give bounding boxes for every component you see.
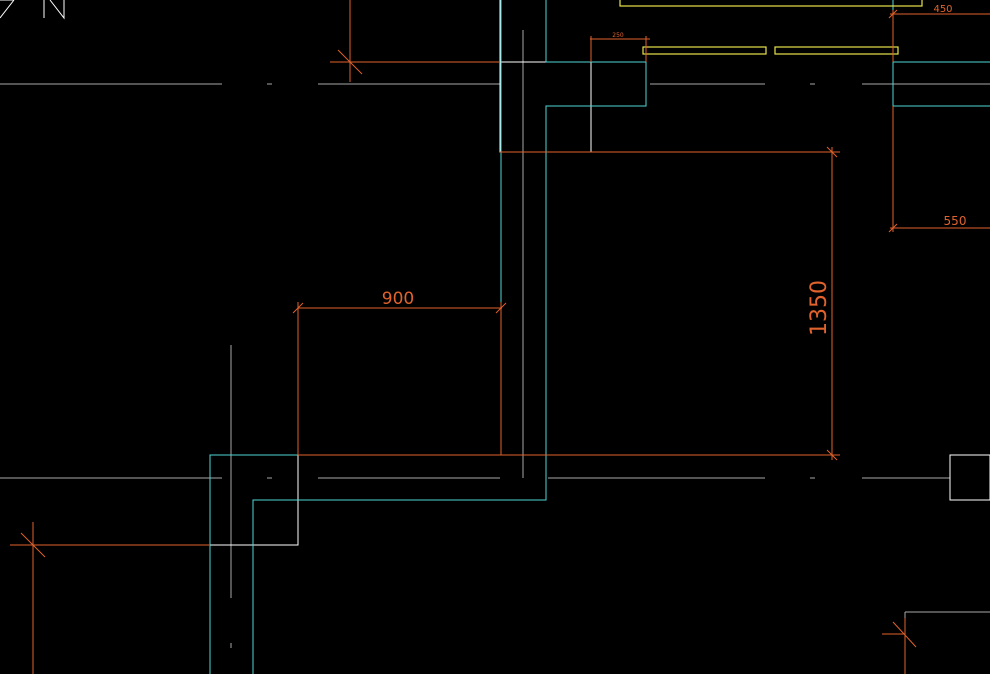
dim-550-label[interactable]: 550 xyxy=(944,214,967,228)
axis-lines xyxy=(0,30,990,674)
window-frame-left[interactable] xyxy=(642,46,767,55)
dim-900-tick-left xyxy=(292,302,304,314)
pipe-lines xyxy=(209,0,990,674)
window-frame-top[interactable] xyxy=(619,0,923,7)
dim-1350-tick-top xyxy=(826,146,838,158)
grid-marker-top-left-tick xyxy=(337,49,363,75)
pipe-line-outer xyxy=(209,0,502,674)
pipe-line-inner xyxy=(252,62,647,674)
dim-250-label[interactable]: 250 xyxy=(612,32,624,39)
dim-900-tick-right xyxy=(495,302,507,314)
dim-900-label[interactable]: 900 xyxy=(382,289,414,309)
dim-450-label[interactable]: 450 xyxy=(933,4,952,15)
dim-1350-tick-bottom xyxy=(826,449,838,461)
pipe-line-right xyxy=(892,0,990,107)
dimension-lines xyxy=(10,0,990,674)
window-frame-right[interactable] xyxy=(774,46,899,55)
dim-1350-label[interactable]: 1350 xyxy=(807,280,832,336)
dim-450-tick xyxy=(888,9,898,19)
dim-550-tick xyxy=(888,223,898,233)
grid-marker-bottom-left-tick xyxy=(20,532,46,558)
pipe-line-main xyxy=(545,0,646,63)
wall-outlines xyxy=(0,0,990,546)
window-frames xyxy=(619,0,923,55)
column-right-edge[interactable] xyxy=(949,454,990,501)
grid-marker-bottom-right-tick xyxy=(892,621,917,648)
wall-glyph-top-left xyxy=(0,0,65,20)
